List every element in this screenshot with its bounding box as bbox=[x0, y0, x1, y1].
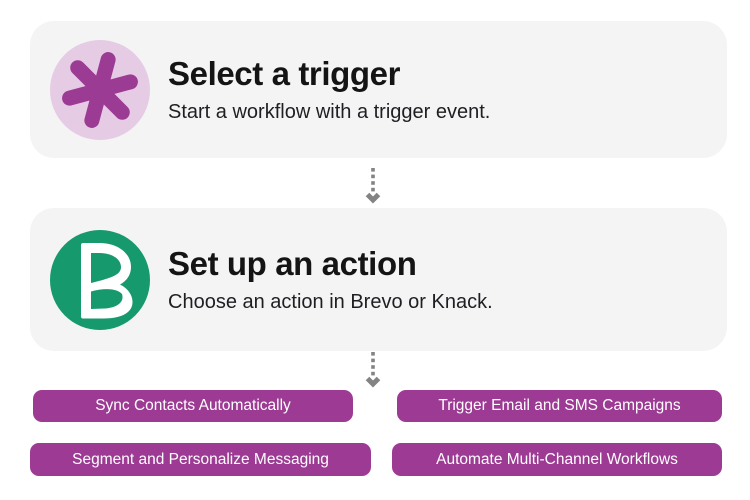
trigger-step-title: Select a trigger bbox=[168, 55, 401, 93]
feature-button-segment-personalize[interactable]: Segment and Personalize Messaging bbox=[30, 443, 371, 476]
dotted-arrow-down-icon bbox=[365, 352, 381, 388]
brevo-icon bbox=[50, 229, 150, 330]
feature-button-automate-workflows[interactable]: Automate Multi-Channel Workflows bbox=[392, 443, 722, 476]
action-step-text: Set up an action Choose an action in Bre… bbox=[168, 245, 493, 314]
trigger-step-text: Select a trigger Start a workflow with a… bbox=[168, 55, 490, 124]
action-step-subtitle: Choose an action in Brevo or Knack. bbox=[168, 290, 493, 313]
asterisk-icon bbox=[50, 39, 150, 140]
trigger-step-subtitle: Start a workflow with a trigger event. bbox=[168, 100, 491, 123]
action-step-card[interactable]: Set up an action Choose an action in Bre… bbox=[30, 208, 727, 351]
asterisk-petals bbox=[62, 51, 138, 128]
feature-button-trigger-campaigns[interactable]: Trigger Email and SMS Campaigns bbox=[397, 390, 722, 422]
dotted-arrow-down-icon bbox=[365, 168, 381, 204]
action-step-title: Set up an action bbox=[168, 245, 417, 283]
feature-button-sync-contacts[interactable]: Sync Contacts Automatically bbox=[33, 390, 353, 422]
trigger-step-card[interactable]: Select a trigger Start a workflow with a… bbox=[30, 21, 727, 158]
brevo-b-letter bbox=[81, 242, 133, 318]
